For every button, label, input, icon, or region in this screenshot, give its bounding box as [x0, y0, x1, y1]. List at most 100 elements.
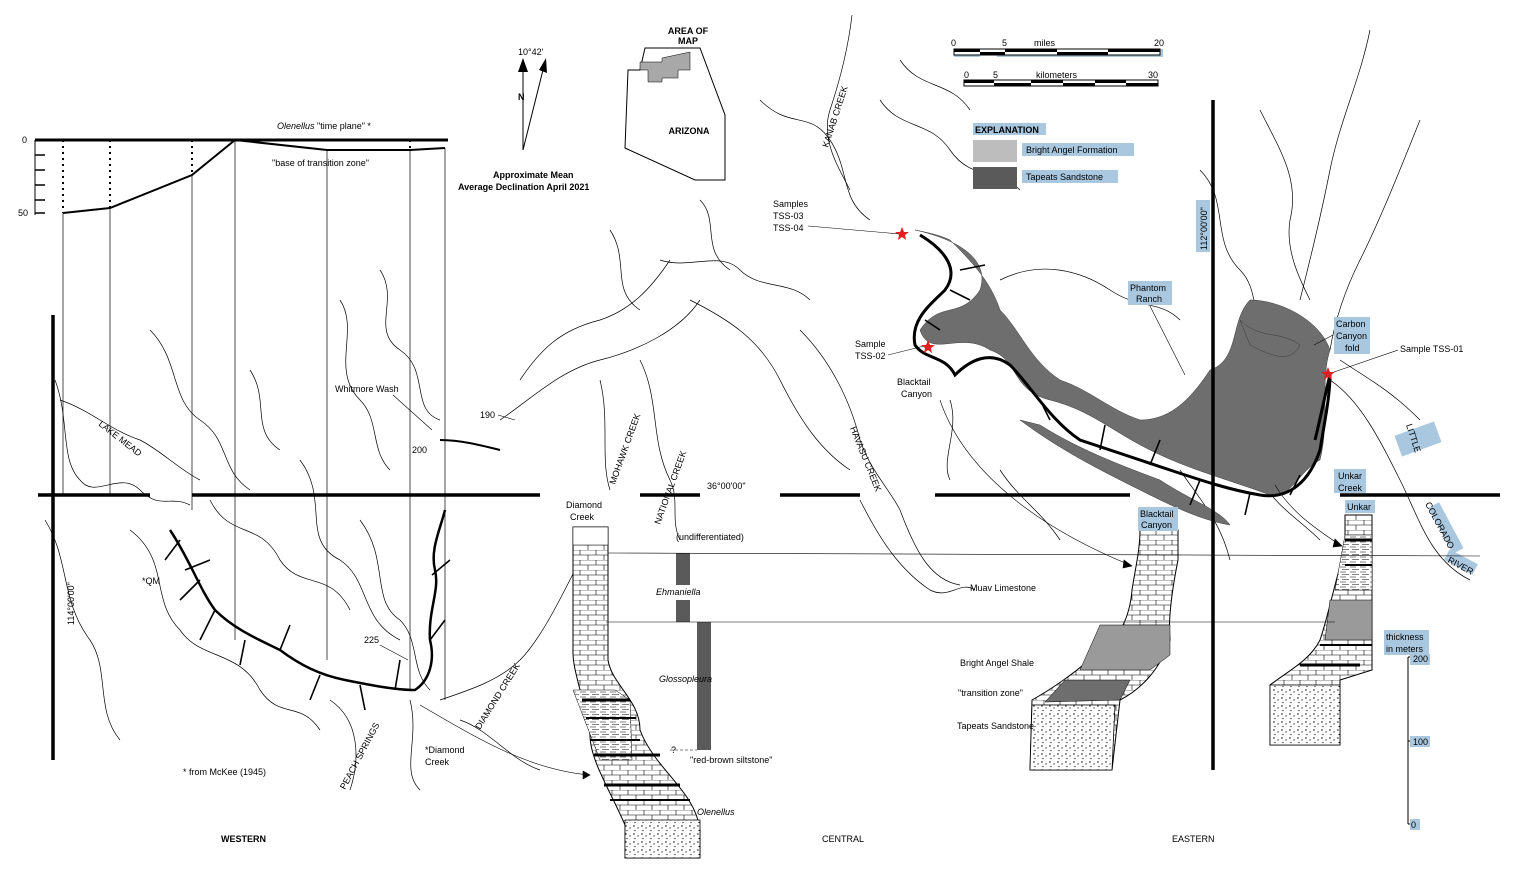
- area-of-map-label-2: MAP: [678, 36, 698, 46]
- sample-302-label-2: TSS-02: [855, 351, 886, 361]
- correlation-lines: [419, 399, 1481, 780]
- whitmore-wash-label: Whitmore Wash: [335, 384, 399, 394]
- north-arrowhead-icon: [518, 58, 528, 72]
- north-arrow: 10°42' N Approximate Mean Average Declin…: [458, 47, 589, 192]
- miles-tick-20: 20: [1154, 38, 1164, 48]
- longitude-east-label: 112°00'00": [1199, 207, 1209, 250]
- star-icon-tss03: [895, 227, 909, 240]
- mile-200-label: 200: [412, 445, 427, 455]
- km-unit: kilometers: [1036, 70, 1078, 80]
- declination-arrowhead-icon: [539, 58, 547, 73]
- section-diamond-label-2: Creek: [570, 512, 595, 522]
- mile-190-label: 190: [480, 410, 495, 420]
- section-diamond-creek: Diamond Creek: [566, 500, 701, 859]
- section-blacktail-label-1: Blacktail: [1140, 509, 1174, 519]
- legend-label-tapeats: Tapeats Sandstone: [1026, 172, 1103, 182]
- map-area-highlight: [639, 51, 691, 83]
- thickness-tick-100: 100: [1413, 737, 1428, 747]
- unkar-creek-map-label-2: Creek: [1338, 483, 1363, 493]
- unkar-creek-map-label-1: Unkar: [1338, 471, 1362, 481]
- muav-label: Muav Limestone: [970, 583, 1036, 593]
- diamond-creek-river-label: DIAMOND CREEK: [473, 661, 522, 731]
- mile-225-label: 225: [364, 635, 379, 645]
- miles-tick-5: 5: [1002, 38, 1007, 48]
- blacktail-map-label-1: Blacktail: [897, 377, 931, 387]
- question-label: ?: [671, 745, 676, 755]
- thickness-inset: 0 50 Olenellus "time plane" * "base of t…: [18, 121, 448, 700]
- eastern-label: EASTERN: [1172, 834, 1215, 844]
- declination-caption-2: Average Declination April 2021: [458, 182, 589, 192]
- olenellus-genus-label: Olenellus: [277, 121, 315, 131]
- carbon-canyon-label-3: fold: [1345, 343, 1360, 353]
- scale-bar-km: 0 5 kilometers 30: [963, 70, 1159, 87]
- inset-tick-50: 50: [18, 208, 28, 218]
- red-brown-label: "red-brown siltstone": [690, 755, 772, 765]
- bright-angel-outcrop: [914, 229, 1331, 526]
- legend-swatch-bright-angel: [973, 140, 1017, 162]
- section-diamond-label-1: Diamond: [566, 500, 602, 510]
- olenellus-label: Olenellus: [697, 807, 735, 817]
- havasu-creek-label: HAVASU CREEK: [848, 425, 883, 493]
- mohawk-creek-label: MOHAWK CREEK: [607, 412, 642, 486]
- mckee-note: * from McKee (1945): [183, 767, 266, 777]
- diamond-creek-site-label-2: Creek: [425, 757, 450, 767]
- legend-swatch-tapeats: [973, 167, 1017, 189]
- sample-301-label: Sample TSS-01: [1400, 344, 1463, 354]
- explanation-title: EXPLANATION: [975, 125, 1039, 135]
- section-unkar: Unkar: [1269, 500, 1375, 746]
- grid-lines: [38, 100, 1500, 770]
- samples-303-label-1: Samples: [773, 199, 809, 209]
- arizona-label: ARIZONA: [669, 126, 710, 136]
- km-tick-0: 0: [964, 70, 969, 80]
- phantom-ranch-label-2: Ranch: [1136, 294, 1162, 304]
- peach-springs-label: PEACH SPRINGS: [338, 721, 382, 791]
- central-label: CENTRAL: [822, 834, 864, 844]
- star-icon-tss02: [921, 340, 935, 353]
- sample-302-label-1: Sample: [855, 339, 886, 349]
- glossopleura-label: Glossopleura: [659, 674, 712, 684]
- tapeats-label: Tapeats Sandstone: [957, 721, 1034, 731]
- samples-303-label-2: TSS-03: [773, 211, 804, 221]
- declination-caption-1: Approximate Mean: [493, 170, 574, 180]
- qm-label: *QM: [142, 576, 160, 586]
- blacktail-map-label-2: Canyon: [901, 389, 932, 399]
- diamond-creek-site-label-1: *Diamond: [425, 745, 465, 755]
- transition-zone-label: "transition zone": [958, 688, 1023, 698]
- star-icon-tss01: [1321, 367, 1335, 380]
- section-unkar-label: Unkar: [1347, 502, 1371, 512]
- latitude-label: 36°00'00": [707, 481, 746, 491]
- miles-unit: miles: [1034, 38, 1056, 48]
- arizona-inset: AREA OF MAP ARIZONA: [624, 26, 726, 181]
- km-tick-30: 30: [1148, 70, 1158, 80]
- thickness-scale: thickness in meters 200 100 0: [1384, 630, 1430, 830]
- region-labels: WESTERN CENTRAL EASTERN: [221, 834, 1215, 844]
- samples-303-label-3: TSS-04: [773, 223, 804, 233]
- western-label: WESTERN: [221, 834, 266, 844]
- carbon-canyon-label-2: Canyon: [1336, 331, 1367, 341]
- inset-tick-0: 0: [22, 135, 27, 145]
- ehmaniella-label: Ehmaniella: [656, 587, 701, 597]
- time-plane-label: "time plane" *: [317, 121, 371, 131]
- section-blacktail: Blacktail Canyon: [1029, 507, 1179, 771]
- area-of-map-label-1: AREA OF: [668, 26, 709, 36]
- legend-label-bright-angel: Bright Angel Formation: [1026, 145, 1118, 155]
- biozone-bars: [676, 553, 711, 750]
- explanation-legend: EXPLANATION Bright Angel Formation Tapea…: [973, 123, 1134, 189]
- carbon-canyon-label-1: Carbon: [1336, 319, 1366, 329]
- miles-tick-0: 0: [951, 38, 956, 48]
- national-creek-label: NATIONAL CREEK: [652, 449, 688, 525]
- section-blacktail-label-2: Canyon: [1141, 520, 1172, 530]
- scale-bar-miles: 0 5 miles 20: [951, 38, 1164, 57]
- bright-angel-shale-label: Bright Angel Shale: [960, 658, 1034, 668]
- thickness-title-2: in meters: [1386, 644, 1424, 654]
- undifferentiated-label: (undifferentiated): [676, 532, 744, 542]
- km-tick-5: 5: [993, 70, 998, 80]
- phantom-ranch-label-1: Phantom: [1130, 283, 1166, 293]
- base-transition-label: "base of transition zone": [272, 158, 369, 168]
- thickness-tick-200: 200: [1413, 654, 1428, 664]
- longitude-west-label: 114°00'00": [66, 582, 76, 625]
- thickness-tick-0: 0: [1411, 820, 1416, 830]
- zone-labels: (undifferentiated) Ehmaniella Glossopleu…: [656, 532, 1036, 817]
